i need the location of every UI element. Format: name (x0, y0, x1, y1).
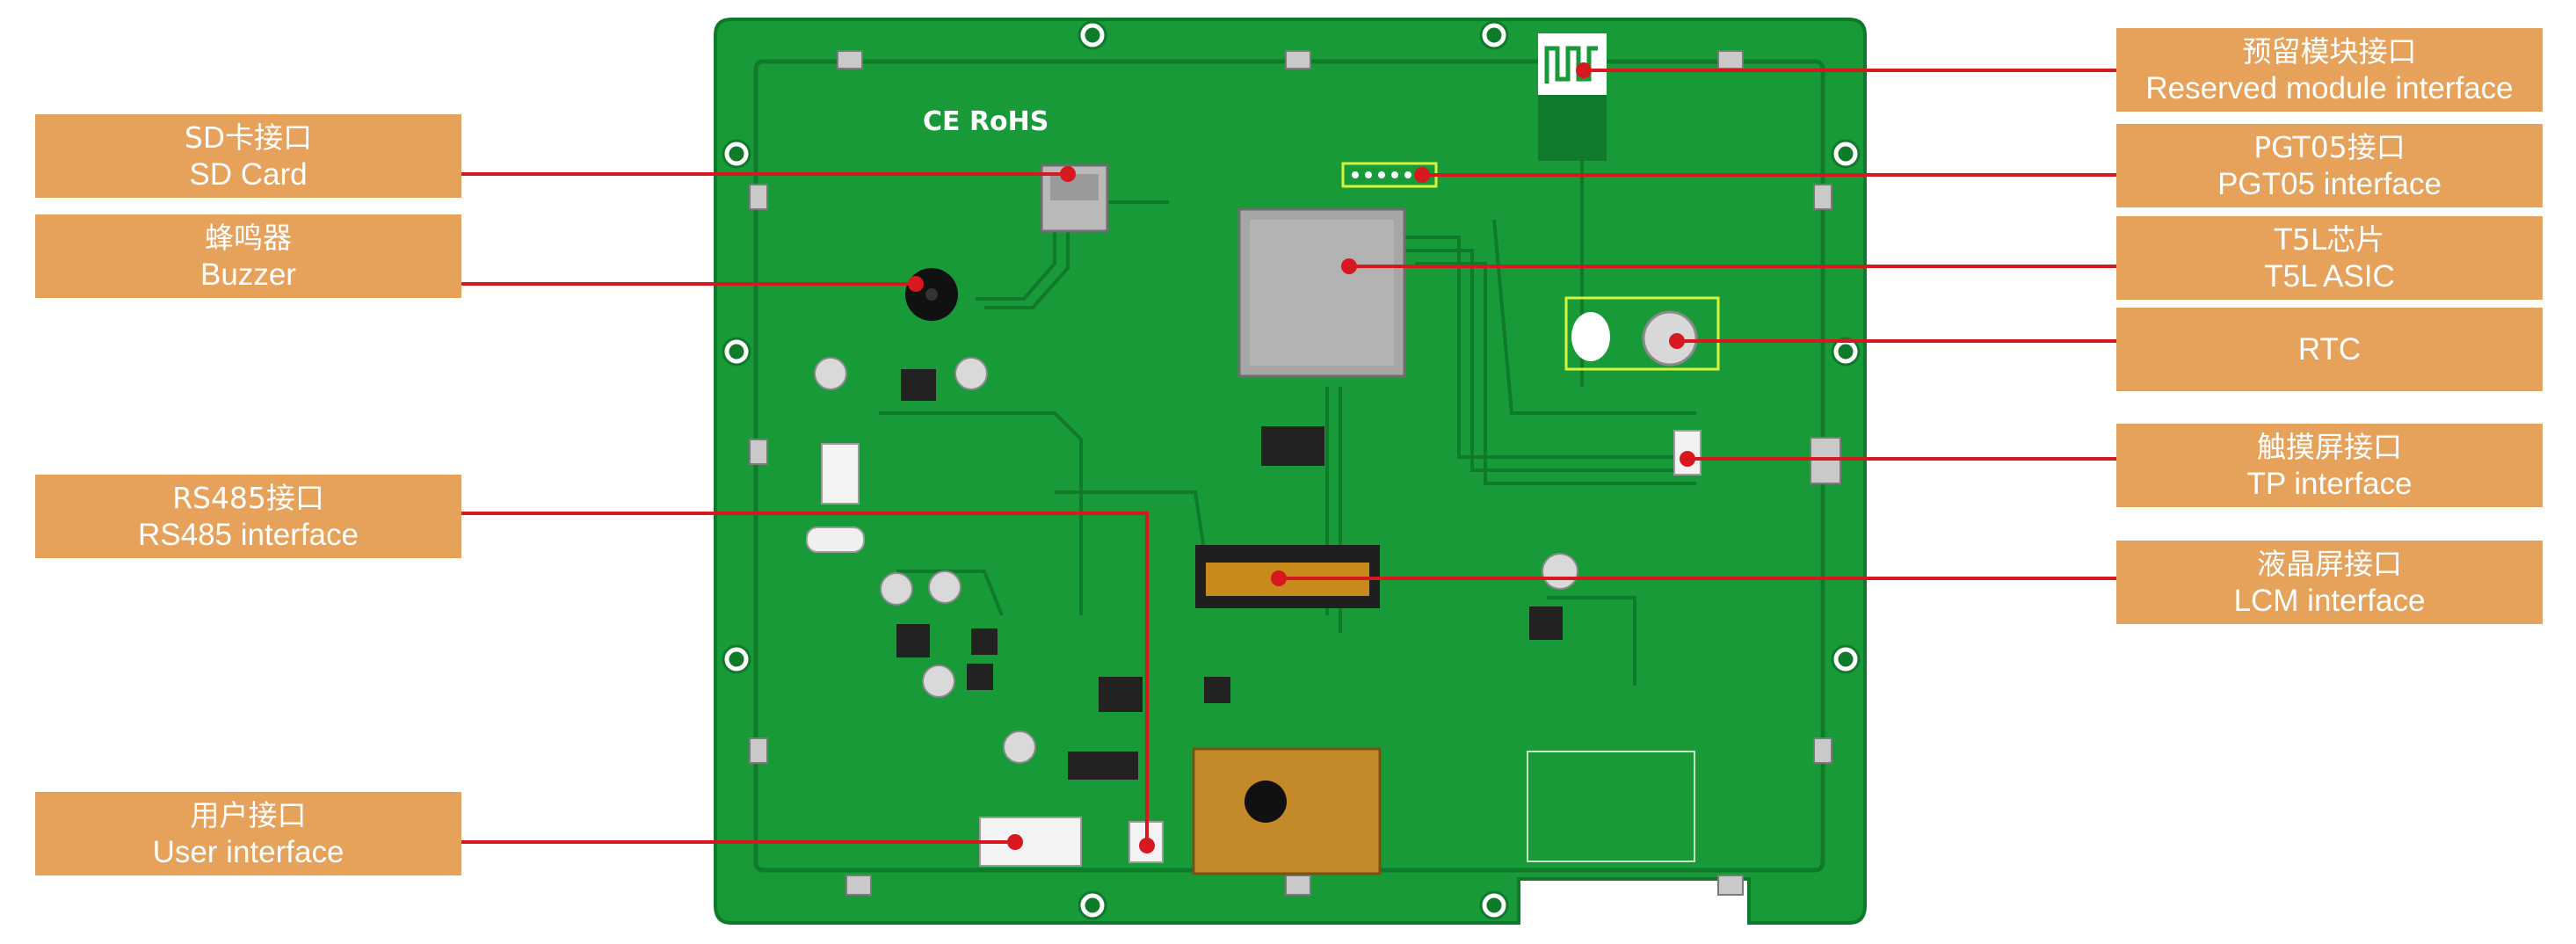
silkscreen-box (1527, 751, 1695, 862)
callout-lcm-cn: 液晶屏接口 (2257, 546, 2402, 581)
callout-lcm-en: LCM interface (2233, 583, 2426, 618)
callout-rs485: RS485接口 RS485 interface (35, 475, 461, 558)
certification-marks: CE RoHS (923, 106, 1049, 137)
reserved-module-antenna (1538, 33, 1607, 95)
callout-tp-en: TP interface (2246, 466, 2413, 501)
callout-rtc-en: RTC (2297, 331, 2362, 367)
callout-user-interface-cn: 用户接口 (190, 797, 307, 832)
callout-t5l-asic: T5L芯片 T5L ASIC (2116, 216, 2543, 300)
t5l-asic-shield (1250, 220, 1394, 366)
rtc-white-blob (1571, 312, 1610, 361)
callout-tp-cn: 触摸屏接口 (2257, 429, 2402, 464)
pcb-board (714, 18, 1867, 925)
flash-chip (1261, 426, 1324, 466)
rs485-connector (821, 443, 860, 505)
callout-reserved-module-cn: 预留模块接口 (2242, 33, 2417, 69)
callout-rs485-cn: RS485接口 (172, 480, 324, 515)
callout-pgt05-en: PGT05 interface (2217, 166, 2442, 201)
callout-user-interface: 用户接口 User interface (35, 792, 461, 875)
callout-rtc: RTC (2116, 308, 2543, 391)
callout-sd-card-cn: SD卡接口 (184, 120, 313, 155)
callout-sd-card: SD卡接口 SD Card (35, 114, 461, 198)
bottom-flex-cable (1192, 747, 1382, 875)
small-ics (896, 369, 1563, 780)
buzzer-hole (925, 288, 938, 301)
callout-pgt05: PGT05接口 PGT05 interface (2116, 124, 2543, 207)
leader-line-rs485 (461, 512, 1149, 846)
callout-user-interface-en: User interface (152, 834, 345, 869)
mounting-holes (722, 20, 1861, 920)
flex-stiffener (1244, 781, 1287, 823)
callout-buzzer: 蜂鸣器 Buzzer (35, 214, 461, 298)
callout-lcm: 液晶屏接口 LCM interface (2116, 541, 2543, 624)
sd-card-slot-inner (1050, 174, 1099, 200)
white-wire-loop (806, 526, 865, 553)
callout-tp: 触摸屏接口 TP interface (2116, 424, 2543, 507)
rtc-highlight-box (1564, 296, 1720, 371)
leader-lines (461, 69, 2116, 846)
callout-t5l-asic-en: T5L ASIC (2264, 258, 2395, 294)
callout-reserved-module: 预留模块接口 Reserved module interface (2116, 28, 2543, 112)
leader-dots (908, 62, 1695, 853)
callout-t5l-asic-cn: T5L芯片 (2274, 221, 2385, 257)
callout-sd-card-en: SD Card (189, 156, 308, 192)
capacitors (814, 357, 1578, 764)
callout-rs485-en: RS485 interface (138, 517, 359, 552)
callout-buzzer-cn: 蜂鸣器 (205, 220, 292, 255)
pgt05-pins (1352, 171, 1425, 178)
callout-buzzer-en: Buzzer (200, 257, 296, 292)
callout-reserved-module-en: Reserved module interface (2145, 70, 2514, 105)
callout-pgt05-cn: PGT05接口 (2253, 129, 2405, 164)
